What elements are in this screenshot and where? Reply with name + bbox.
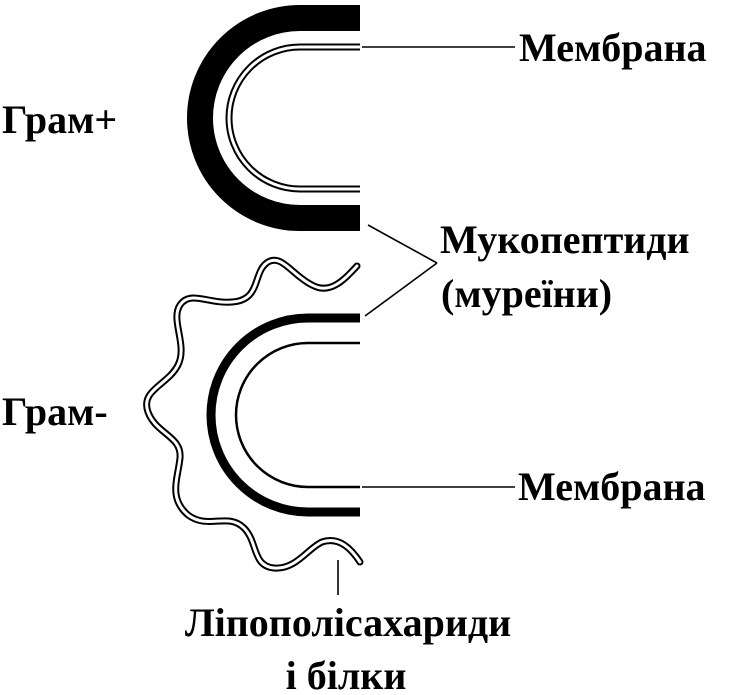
label-gram-positive: Грам+ <box>2 97 117 142</box>
label-membrane-top: Мембрана <box>519 25 707 70</box>
label-gram-negative: Грам- <box>2 389 108 434</box>
label-mucopeptides: Мукопептиди <box>440 217 690 262</box>
label-membrane-bottom: Мембрана <box>518 464 706 509</box>
label-and-proteins: і білки <box>286 653 407 695</box>
leader-mucopeptides-bottom <box>364 262 438 317</box>
label-mureins: (муреїни) <box>441 271 612 316</box>
gram-positive-peptidoglycan-layer <box>187 5 360 231</box>
gram-negative-wall <box>143 256 364 572</box>
gram-negative-membrane <box>234 341 360 489</box>
label-lipopolysaccharides: Ліпополісахариди <box>185 600 511 645</box>
leader-mucopeptides-top <box>367 224 438 264</box>
gram-negative-peptidoglycan-layer <box>206 313 360 517</box>
leader-lines <box>337 46 515 595</box>
gram-positive-wall <box>187 5 360 231</box>
